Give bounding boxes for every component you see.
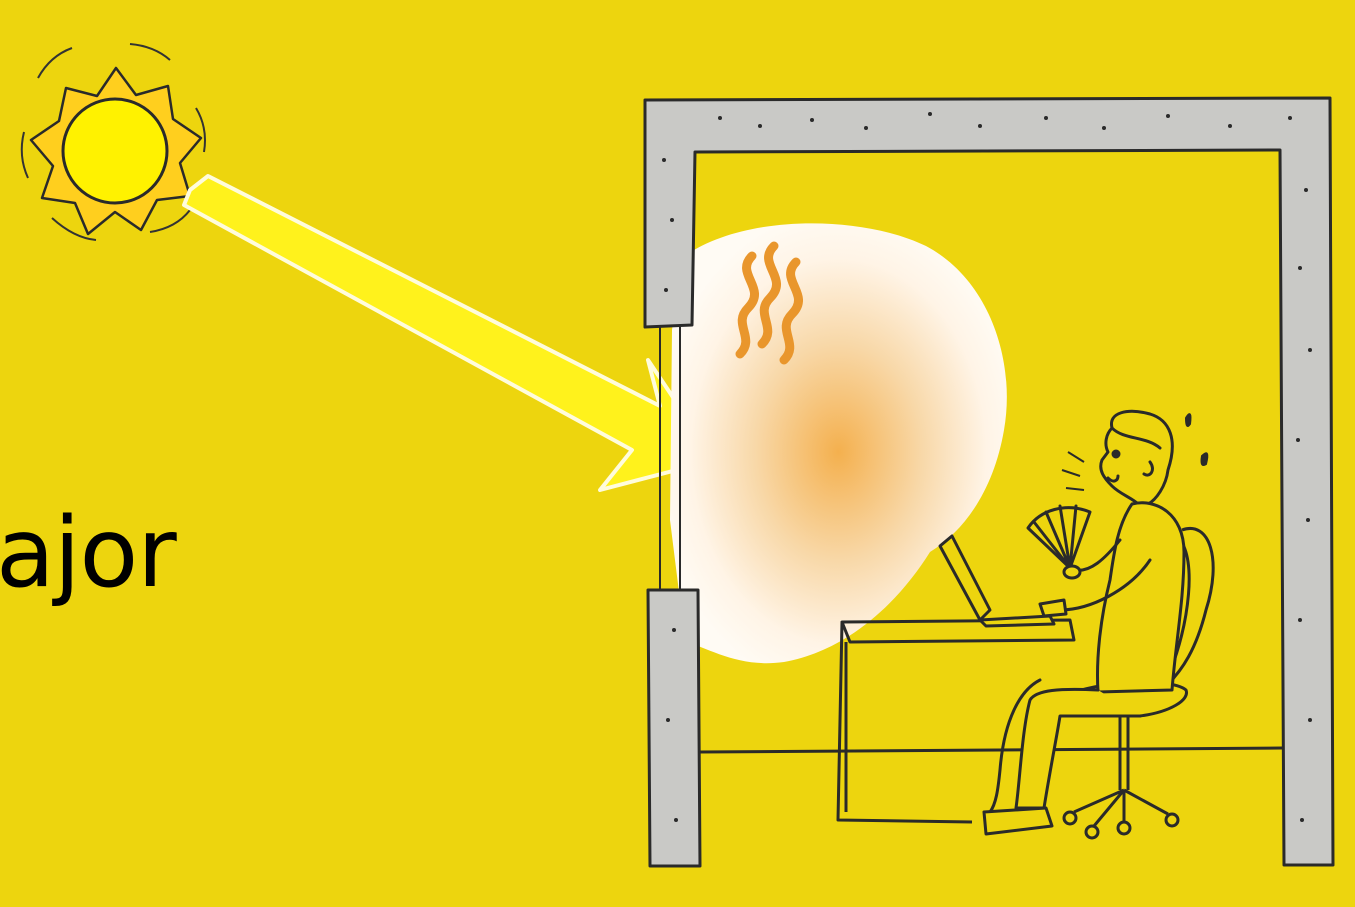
floor-line: [700, 748, 1282, 752]
sunlight-arrow-icon: [184, 176, 715, 490]
sun-icon: [22, 44, 205, 240]
laptop-icon: [940, 536, 1054, 626]
heat-glow: [670, 223, 1007, 663]
